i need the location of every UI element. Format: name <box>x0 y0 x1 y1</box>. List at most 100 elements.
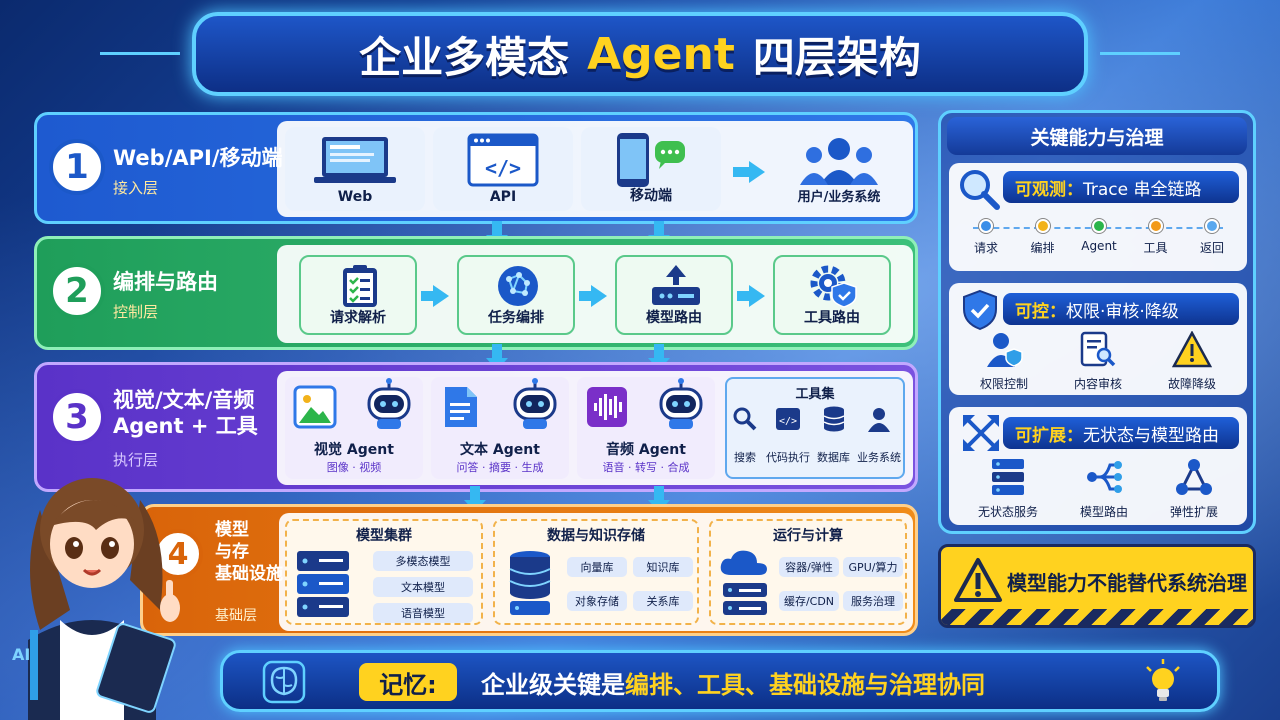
gov-scale-items: 无状态服务 模型路由 弹性扩展 <box>957 457 1239 520</box>
control-parse-label: 请求解析 <box>330 310 386 326</box>
memory-text: 企业级关键是编排、工具、基础设施与治理协同 <box>481 665 985 700</box>
layer-1-number: 1 <box>49 139 105 195</box>
infra-model-speech: 语音模型 <box>373 603 473 623</box>
document-icon <box>445 387 477 427</box>
governance-title: 关键能力与治理 <box>947 117 1247 155</box>
trace-step-label: 请求 <box>973 241 998 255</box>
warning-text: 模型能力不能替代系统治理 <box>1007 571 1247 595</box>
gov-observe-tag: 可观测：Trace 串全链路 <box>1003 171 1239 203</box>
layer-3-execution: 3 视觉/文本/音频 Agent + 工具 执行层 视觉 Agent 图像 · … <box>34 362 918 492</box>
control-arrow-3 <box>737 285 765 307</box>
layer-4-title-line3: 基础设施 <box>215 564 283 584</box>
mascot-ai-badge: AI <box>12 645 30 664</box>
infra-store-relational: 关系库 <box>633 591 693 611</box>
gov-control-review-label: 内容审核 <box>1073 377 1122 391</box>
gov-control-review: 内容审核 <box>1074 331 1122 392</box>
trace-dot <box>1205 219 1219 233</box>
server-rack-icon <box>297 551 349 617</box>
laptop-icon <box>314 137 396 183</box>
gov-control-degrade: 故障降级 <box>1168 331 1216 392</box>
title-part2: Agent <box>587 28 735 80</box>
agent-audio-desc: 语音 · 转写 · 合成 <box>602 461 690 474</box>
trace-dot <box>979 219 993 233</box>
trace-step-label: 工具 <box>1143 241 1168 255</box>
memory-text-a: 企业级关键是 <box>481 671 625 699</box>
agent-text-desc: 问答 · 摘要 · 生成 <box>456 461 544 474</box>
infra-run-gpu: GPU/算力 <box>843 557 903 577</box>
infra-group-storage: 数据与知识存储 向量库 知识库 对象存储 关系库 <box>493 519 699 625</box>
brain-chip-icon <box>262 660 306 704</box>
access-card-mobile: 移动端 <box>581 127 721 211</box>
layer-2-title: 编排与路由 <box>113 270 218 294</box>
tool-business-label: 业务系统 <box>857 451 901 464</box>
memory-bar: 记忆: 企业级关键是编排、工具、基础设施与治理协同 <box>220 650 1220 712</box>
trace-step-label: 编排 <box>1030 241 1055 255</box>
toolset-items: 搜索 </> 代码执行 数据库 业务系统 <box>731 405 901 465</box>
layer-3-panel: 视觉 Agent 图像 · 视频 文本 Agent 问答 · 摘要 · 生成 音… <box>277 371 913 485</box>
gov-observe-strong: 可观测： <box>1015 179 1083 200</box>
database-stack-icon <box>509 551 551 615</box>
access-card-users: 用户/业务系统 <box>773 127 905 211</box>
tool-business: 业务系统 <box>857 405 901 465</box>
warning-triangle-icon <box>1171 331 1212 368</box>
control-card-tool-route: 工具路由 <box>773 255 891 335</box>
tool-code-label: 代码执行 <box>766 451 810 464</box>
trace-dot <box>1035 219 1050 233</box>
control-card-model-route: 模型路由 <box>615 255 733 335</box>
infra-model-text: 文本模型 <box>373 577 473 597</box>
code-window-icon: </> <box>467 133 539 187</box>
clipboard-check-icon <box>343 265 377 307</box>
brain-network-icon <box>498 266 538 306</box>
tool-code: </> 代码执行 <box>766 405 810 465</box>
memory-text-b: 编排、工具、基础设施与治理协同 <box>625 671 985 699</box>
trace-step-return: 返回 <box>1187 219 1237 256</box>
gov-scalability: 可扩展：无状态与模型路由 无状态服务 模型路由 弹性扩展 <box>949 407 1247 525</box>
layer-4-title-line1: 模型 <box>215 520 249 540</box>
code-icon: </> <box>776 408 800 430</box>
access-web-label: Web <box>337 189 373 205</box>
gov-scale-strong: 可扩展： <box>1015 425 1083 446</box>
trace-step-label: Agent <box>1081 239 1117 253</box>
title-banner: 企业多模态 Agent 四层架构 <box>192 12 1088 96</box>
gov-control: 可控：权限·审核·降级 权限控制 内容审核 故障降级 <box>949 283 1247 395</box>
layer-1-panel: Web </> API 移动端 用户/业务系统 <box>277 121 913 217</box>
access-card-api: </> API <box>433 127 573 211</box>
agent-card-audio: 音频 Agent 语音 · 转写 · 合成 <box>577 377 715 479</box>
layer-2-panel: 请求解析 任务编排 模型路由 工具路由 <box>277 245 913 343</box>
gov-scale-stateless-label: 无状态服务 <box>977 505 1038 519</box>
gov-control-rest: 权限·审核·降级 <box>1066 301 1179 322</box>
infra-model-multimodal: 多模态模型 <box>373 551 473 571</box>
access-mobile-label: 移动端 <box>630 188 672 204</box>
user-icon <box>868 408 890 432</box>
tool-search-label: 搜索 <box>734 451 756 464</box>
document-search-icon <box>1080 331 1116 367</box>
layer-4-subtitle: 基础层 <box>215 608 257 624</box>
cloud-server-icon <box>720 550 767 615</box>
robot-icon <box>367 378 411 429</box>
gov-scale-elastic: 弹性扩展 <box>1170 457 1218 520</box>
gov-control-permission-label: 权限控制 <box>979 377 1028 391</box>
layer-4-infrastructure: 4 模型 与存 基础设施 基础层 模型集群 多模态模型 文本模型 语音模型 数据… <box>140 504 918 636</box>
gov-control-tag: 可控：权限·审核·降级 <box>1003 293 1239 325</box>
trace-step-request: 请求 <box>961 219 1011 256</box>
layer-2-subtitle: 控制层 <box>113 303 159 321</box>
trace-step-agent: Agent <box>1074 219 1124 256</box>
control-orchestrate-label: 任务编排 <box>488 310 544 326</box>
gov-control-items: 权限控制 内容审核 故障降级 <box>957 331 1239 392</box>
trace-step-orchestrate: 编排 <box>1018 219 1068 256</box>
svg-text:</>: </> <box>485 156 521 180</box>
infra-store-object: 对象存储 <box>567 591 627 611</box>
mascot-girl: AI <box>12 478 180 720</box>
warning-stripes <box>941 609 1253 625</box>
tool-database-label: 数据库 <box>817 451 850 464</box>
gov-scale-stateless: 无状态服务 <box>978 457 1038 520</box>
image-icon <box>293 385 337 429</box>
control-model-route-label: 模型路由 <box>646 310 702 326</box>
agent-vision-desc: 图像 · 视频 <box>326 461 382 474</box>
layer-1-subtitle: 接入层 <box>113 179 159 197</box>
toolset-title: 工具集 <box>795 387 835 402</box>
gov-control-permission: 权限控制 <box>980 331 1028 392</box>
gov-scale-routing-label: 模型路由 <box>1079 505 1128 519</box>
mobile-chat-icon <box>617 133 685 187</box>
infra-runtime-title: 运行与计算 <box>773 528 843 544</box>
